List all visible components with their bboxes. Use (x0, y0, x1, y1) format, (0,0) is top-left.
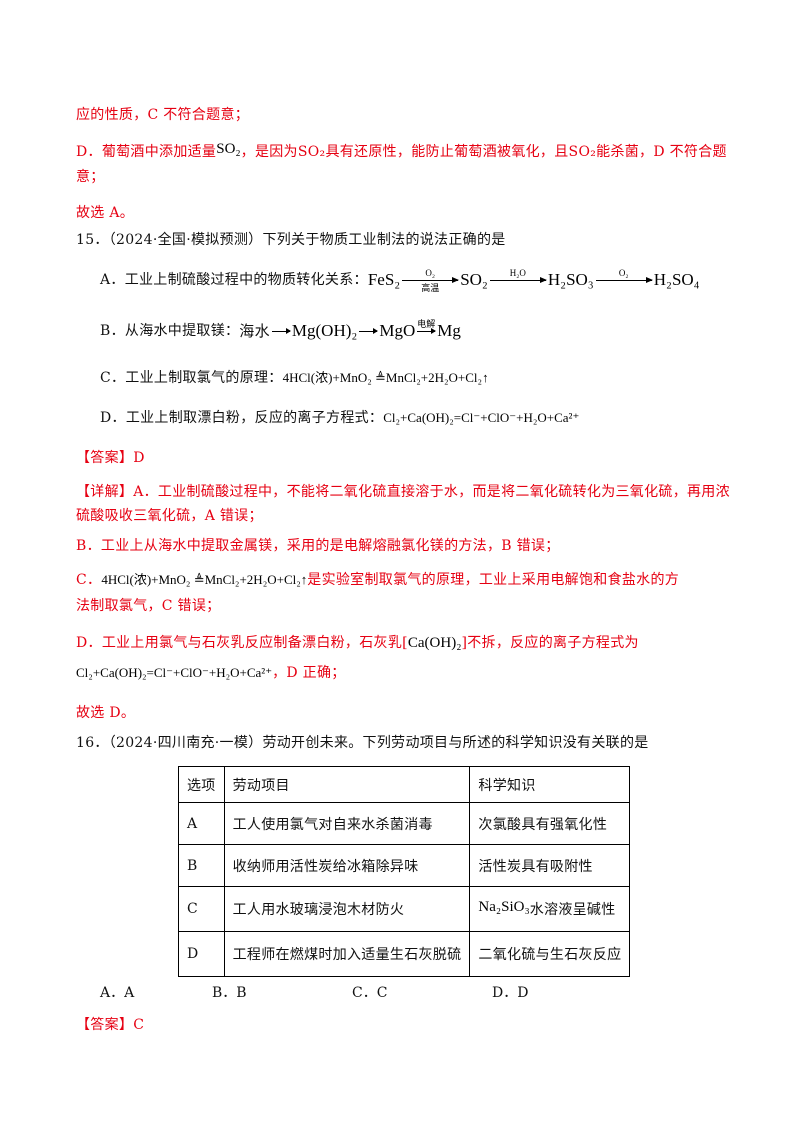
formula-mgo: MgO (379, 321, 416, 340)
table-cell-knowledge: 次氯酸具有强氧化性 (469, 802, 631, 845)
q16-choice-b: B．B (212, 985, 247, 1001)
q15-option-b: B．从海水中提取镁： 海水 Mg(OH)₂ MgO 电解 Mg (100, 316, 461, 346)
q15-explanation-line7: Cl₂+Ca(OH)₂=Cl⁻+ClO⁻+H₂O+Ca²⁺，D 正确； (76, 663, 346, 683)
formula-so2: SO₂ (216, 141, 241, 157)
table-row: D 工程师在燃煤时加入适量生石灰脱硫 二氧化硫与生石灰反应 (178, 931, 631, 977)
prev-explanation-line3: 意； (76, 169, 105, 185)
formula-so2: SO₂ (460, 270, 488, 289)
table-header-option: 选项 (178, 766, 225, 803)
formula-fes2: FeS₂ (367, 270, 401, 289)
table-cell-project: 收纳师用活性炭给冰箱除异味 (223, 844, 471, 887)
table-cell-knowledge: Na₂SiO₃水溶液呈碱性 (469, 886, 631, 932)
explanation-c-prefix: C． (76, 572, 102, 588)
arrow-shaft (595, 276, 653, 283)
table-cell-option: B (178, 844, 225, 887)
q16-choice-a: A．A (100, 985, 135, 1001)
prev-explanation-line2: D．葡萄酒中添加适量SO₂，是因为SO₂具有还原性，能防止葡萄酒被氧化，且SO₂… (76, 141, 727, 162)
q15-conclusion: 故选 D。 (76, 705, 136, 721)
q15-explanation-line2: 硫酸吸收三氧化硫，A 错误； (76, 508, 263, 524)
prev-line2-text-d: 能杀菌，D 不符合题 (596, 144, 727, 160)
q16-answer: 【答案】C (76, 1017, 145, 1033)
reaction-arrow: 电解 (417, 316, 437, 346)
explanation-d-conclusion: ，D 正确； (272, 665, 346, 681)
arrow-condition-above: 电解 (417, 318, 436, 329)
table-cell-option: C (178, 886, 225, 932)
table-cell-project: 工程师在燃煤时加入适量生石灰脱硫 (223, 931, 471, 977)
q15-option-c: C．工业上制取氯气的原理：4HCl(浓)+MnO₂ ≜MnCl₂+2H₂O+Cl… (100, 368, 489, 388)
q15-option-c-label: C．工业上制取氯气的原理： (100, 370, 283, 386)
table-row: A 工人使用氯气对自来水杀菌消毒 次氯酸具有强氧化性 (178, 802, 631, 845)
q15-option-d: D．工业上制取漂白粉，反应的离子方程式：Cl₂+Ca(OH)₂=Cl⁻+ClO⁻… (100, 408, 579, 428)
formula-caoh2: Ca(OH)₂ (407, 635, 462, 651)
table-cell-project: 工人用水玻璃浸泡木材防火 (223, 886, 471, 932)
q15-explanation-line6: D．工业上用氯气与石灰乳反应制备漂白粉，石灰乳[Ca(OH)₂]不拆，反应的离子… (76, 633, 639, 653)
table-cell-option: D (178, 931, 225, 977)
explanation-d-text-a: D．工业上用氯气与石灰乳反应制备漂白粉，石灰乳[ (76, 635, 408, 651)
formula-h2so4: H₂SO₄ (653, 270, 700, 289)
q16-choice-c: C．C (352, 985, 388, 1001)
q16-table: 选项 劳动项目 科学知识 A 工人使用氯气对自来水杀菌消毒 次氯酸具有强氧化性 … (178, 766, 631, 977)
formula-mg: Mg (437, 321, 461, 340)
table-cell-knowledge: 活性炭具有吸附性 (469, 844, 631, 887)
table-cell-option: A (178, 802, 225, 845)
table-cell-knowledge: 二氧化硫与生石灰反应 (469, 931, 631, 977)
prev-line2-text-a: D．葡萄酒中添加适量 (76, 144, 217, 160)
arrow-shaft (489, 276, 547, 283)
arrow-shaft (359, 328, 379, 334)
table-row: B 收纳师用活性炭给冰箱除异味 活性炭具有吸附性 (178, 844, 631, 887)
arrow-shaft (402, 276, 460, 283)
formula-na2sio3: Na₂SiO₃ (478, 899, 530, 915)
reaction-arrow (359, 316, 379, 346)
arrow-condition-above: O₂ (618, 267, 629, 278)
q15-option-b-label: B．从海水中提取镁： (100, 323, 240, 339)
q15-option-d-label: D．工业上制取漂白粉，反应的离子方程式： (100, 410, 384, 426)
arrow-shaft (271, 328, 291, 334)
equation-chlorine-lab: 4HCl(浓)+MnO₂ ≜MnCl₂+2H₂O+Cl₂↑ (282, 370, 489, 385)
formula-mgoh2: Mg(OH)₂ (291, 321, 358, 340)
reaction-arrow: O₂ 高温 (402, 265, 460, 295)
prev-conclusion: 故选 A。 (76, 205, 135, 221)
prev-line2-text-b: ，是因为 (240, 144, 298, 160)
q15-stem: 15．（2024·全国·模拟预测）下列关于物质工业制法的说法正确的是 (76, 232, 506, 248)
table-header-row: 选项 劳动项目 科学知识 (178, 766, 631, 803)
seawater-text: 海水 (239, 322, 270, 340)
table-row: C 工人用水玻璃浸泡木材防火 Na₂SiO₃水溶液呈碱性 (178, 886, 631, 932)
explanation-c-text: 是实验室制取氯气的原理，工业上采用电解饱和食盐水的方 (307, 572, 680, 588)
arrow-condition-below: 高温 (421, 282, 440, 293)
prev-line2-text-c: 具有还原性，能防止葡萄酒被氧化，且 (325, 144, 569, 160)
knowledge-text: 水溶液呈碱性 (529, 902, 616, 918)
equation-bleaching-powder: Cl₂+Ca(OH)₂=Cl⁻+ClO⁻+H₂O+Ca²⁺ (76, 665, 273, 680)
reaction-arrow: O₂ (595, 265, 653, 295)
reaction-arrow (271, 316, 291, 346)
table-header-project: 劳动项目 (223, 766, 471, 803)
arrow-condition-above: H₂O (509, 267, 526, 278)
q15-explanation-line5: 法制取氯气，C 错误； (76, 598, 221, 614)
formula-so2-inline: SO₂ (297, 144, 326, 160)
explanation-d-text-b: ]不拆，反应的离子方程式为 (461, 635, 639, 651)
q16-stem: 16．（2024·四川南充·一模）劳动开创未来。下列劳动项目与所述的科学知识没有… (76, 735, 649, 751)
equation-bleaching-powder: Cl₂+Ca(OH)₂=Cl⁻+ClO⁻+H₂O+Ca²⁺ (383, 410, 580, 425)
q15-answer: 【答案】D (76, 450, 145, 466)
formula-h2so3: H₂SO₃ (547, 270, 594, 289)
q15-option-a: A．工业上制硫酸过程中的物质转化关系： FeS₂ O₂ 高温 SO₂ H₂O H… (100, 263, 700, 297)
arrow-condition-above: O₂ (425, 267, 436, 278)
q15-option-a-label: A．工业上制硫酸过程中的物质转化关系： (100, 272, 368, 288)
q15-explanation-line1: 【详解】A．工业制硫酸过程中，不能将二氧化硫直接溶于水，而是将二氧化硫转化为三氧… (76, 484, 730, 500)
q15-explanation-line4: C．4HCl(浓)+MnO₂ ≜MnCl₂+2H₂O+Cl₂↑是实验室制取氯气的… (76, 570, 679, 590)
q16-choice-d: D．D (492, 985, 529, 1001)
arrow-shaft (417, 328, 437, 334)
table-header-knowledge: 科学知识 (469, 766, 631, 803)
equation-chlorine-lab: 4HCl(浓)+MnO₂ ≜MnCl₂+2H₂O+Cl₂↑ (101, 572, 308, 587)
reaction-arrow: H₂O (489, 265, 547, 295)
table-cell-project: 工人使用氯气对自来水杀菌消毒 (223, 802, 471, 845)
formula-so2-inline: SO₂ (568, 144, 597, 160)
q15-explanation-line3: B．工业上从海水中提取金属镁，采用的是电解熔融氯化镁的方法，B 错误； (76, 538, 560, 554)
prev-explanation-line1: 应的性质，C 不符合题意； (76, 107, 250, 123)
